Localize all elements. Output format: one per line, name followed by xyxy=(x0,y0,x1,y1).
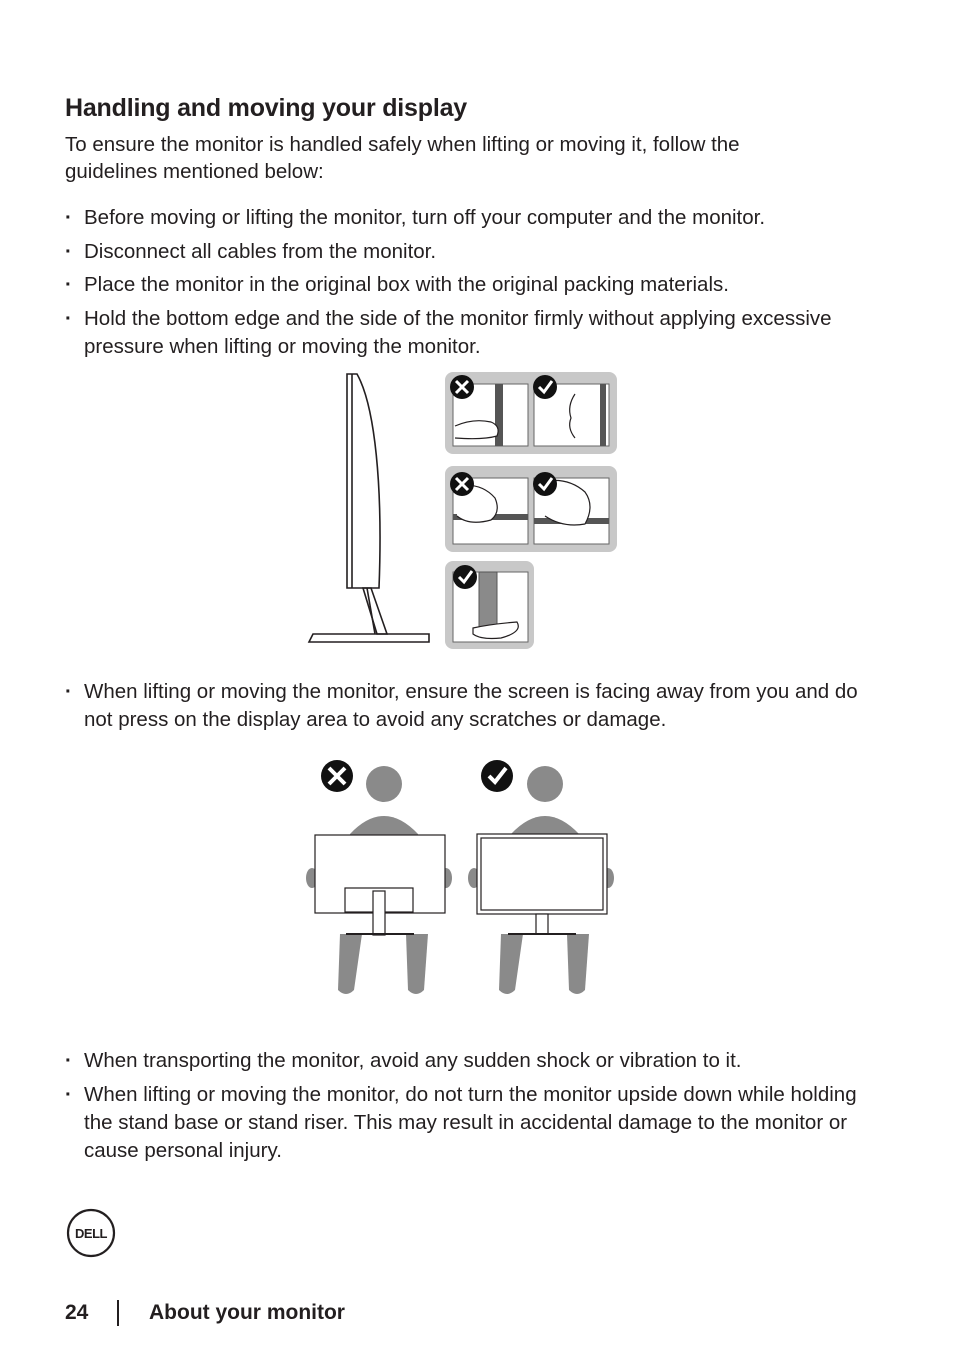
bullet-list-handling: Before moving or lifting the monitor, tu… xyxy=(65,204,865,366)
bullet-list-orientation: When lifting or moving the monitor, ensu… xyxy=(65,678,865,740)
monitor-back-view xyxy=(314,834,446,936)
intro-paragraph: To ensure the monitor is handled safely … xyxy=(65,133,740,183)
list-item: Place the monitor in the original box wi… xyxy=(65,271,865,299)
svg-text:DELL: DELL xyxy=(75,1226,108,1241)
list-item: Hold the bottom edge and the side of the… xyxy=(65,305,865,361)
dell-logo: DELL xyxy=(66,1208,116,1258)
monitor-grip-illustration xyxy=(307,372,617,649)
grip-panel-row-1 xyxy=(445,372,617,454)
list-item: Before moving or lifting the monitor, tu… xyxy=(65,204,865,232)
bullet-list-transport: When transporting the monitor, avoid any… xyxy=(65,1047,865,1170)
carrying-monitor-illustration xyxy=(306,760,614,994)
page-title: Handling and moving your display xyxy=(65,94,467,122)
wrong-icon xyxy=(321,760,353,792)
list-item: When lifting or moving the monitor, do n… xyxy=(65,1081,865,1165)
list-item: Disconnect all cables from the monitor. xyxy=(65,238,865,266)
wrong-icon xyxy=(450,375,474,399)
monitor-screen-view xyxy=(476,833,608,935)
footer-divider xyxy=(117,1300,119,1326)
correct-icon xyxy=(533,375,557,399)
correct-icon xyxy=(533,472,557,496)
list-item: When lifting or moving the monitor, ensu… xyxy=(65,678,865,734)
correct-icon xyxy=(453,565,477,589)
list-item: When transporting the monitor, avoid any… xyxy=(65,1047,865,1075)
wrong-icon xyxy=(450,472,474,496)
correct-icon xyxy=(481,760,513,792)
page-number: 24 xyxy=(65,1301,89,1324)
section-title: About your monitor xyxy=(149,1301,345,1324)
monitor-side-view xyxy=(307,373,430,643)
